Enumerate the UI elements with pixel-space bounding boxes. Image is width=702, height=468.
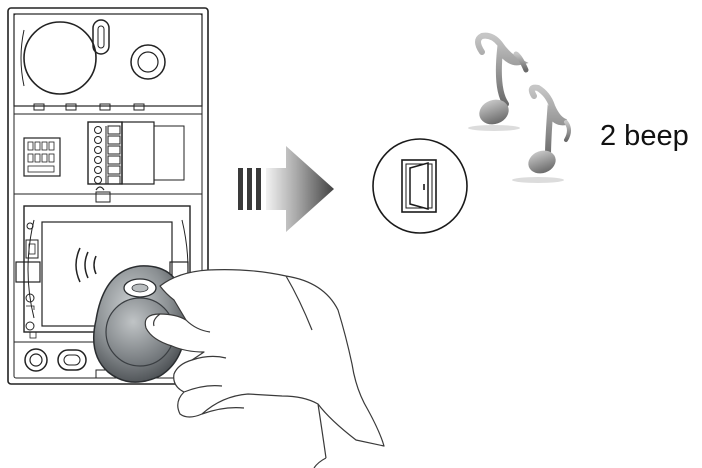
right-arrow-icon — [238, 146, 334, 232]
speaker-icon — [24, 22, 96, 94]
music-note-icon — [468, 36, 526, 131]
music-note-icon-2 — [512, 88, 569, 183]
hand-icon — [145, 270, 384, 468]
open-door-icon — [373, 139, 467, 233]
beep-count-label: 2 beep — [600, 122, 689, 151]
